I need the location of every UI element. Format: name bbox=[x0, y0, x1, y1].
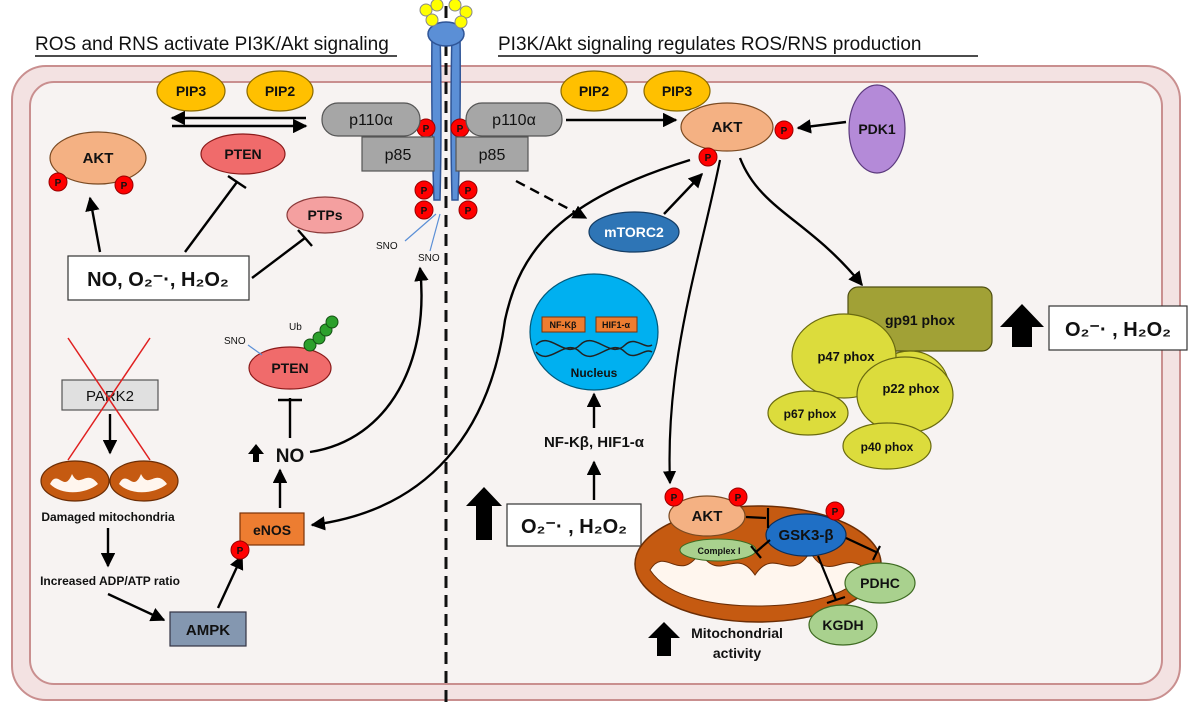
svg-text:p85: p85 bbox=[479, 147, 506, 164]
kgdh: KGDH bbox=[808, 604, 878, 646]
ampk: AMPK bbox=[169, 611, 247, 647]
adp-atp-label: Increased ADP/ATP ratio bbox=[40, 574, 180, 588]
svg-text:P: P bbox=[423, 124, 430, 135]
svg-text:NO, O₂⁻·, H₂O₂: NO, O₂⁻·, H₂O₂ bbox=[87, 269, 229, 291]
gsk3b: GSK3-β P bbox=[765, 501, 847, 557]
nadph-oxidase: gp91 phox p47 phox p67 phox p22 phox p40… bbox=[767, 286, 993, 470]
akt-left: AKT P P bbox=[48, 131, 147, 195]
svg-text:P: P bbox=[421, 186, 428, 197]
ros-box-right: O₂⁻· , H₂O₂ bbox=[1000, 304, 1188, 351]
pdhc: PDHC bbox=[844, 562, 916, 604]
right-header: PI3K/Akt signaling regulates ROS/RNS pro… bbox=[498, 34, 978, 57]
svg-text:p22 phox: p22 phox bbox=[882, 381, 940, 396]
svg-text:NO: NO bbox=[276, 446, 305, 467]
svg-text:p110α: p110α bbox=[492, 112, 536, 129]
svg-text:GSK3-β: GSK3-β bbox=[779, 527, 834, 544]
ptps: PTPs bbox=[286, 196, 364, 234]
svg-text:P: P bbox=[781, 126, 788, 137]
ros-box-left: NO, O₂⁻·, H₂O₂ bbox=[67, 255, 250, 301]
akt-mito: AKT P P bbox=[664, 487, 748, 537]
svg-text:KGDH: KGDH bbox=[822, 617, 863, 633]
svg-text:P: P bbox=[465, 186, 472, 197]
svg-text:eNOS: eNOS bbox=[253, 522, 291, 538]
svg-text:gp91 phox: gp91 phox bbox=[885, 312, 955, 328]
nucleus: NF-Kβ HIF1-α Nucleus bbox=[529, 273, 659, 391]
svg-text:O₂⁻· , H₂O₂: O₂⁻· , H₂O₂ bbox=[1065, 319, 1171, 341]
enos: eNOS P bbox=[230, 512, 305, 560]
svg-text:AKT: AKT bbox=[83, 150, 114, 167]
svg-text:Complex I: Complex I bbox=[697, 546, 740, 556]
svg-text:Damaged mitochondria: Damaged mitochondria bbox=[41, 510, 175, 524]
svg-text:PTEN: PTEN bbox=[271, 360, 308, 376]
svg-text:p47 phox: p47 phox bbox=[817, 349, 875, 364]
svg-text:P: P bbox=[705, 153, 712, 164]
svg-text:SNO: SNO bbox=[376, 241, 398, 252]
svg-text:p40 phox: p40 phox bbox=[861, 440, 914, 454]
svg-text:PIP2: PIP2 bbox=[265, 83, 296, 99]
pdk1: PDK1 bbox=[848, 84, 906, 174]
pten-top: PTEN bbox=[200, 133, 286, 175]
ros-box-center: O₂⁻· , H₂O₂ bbox=[466, 487, 642, 547]
svg-text:PIP2: PIP2 bbox=[579, 83, 610, 99]
left-pip3: PIP3 bbox=[156, 70, 226, 112]
svg-text:P: P bbox=[55, 178, 62, 189]
svg-text:SNO: SNO bbox=[224, 336, 246, 347]
svg-text:PDHC: PDHC bbox=[860, 575, 900, 591]
right-pip2: PIP2 bbox=[560, 70, 628, 112]
svg-text:PIP3: PIP3 bbox=[176, 83, 207, 99]
left-header: ROS and RNS activate PI3K/Akt signaling bbox=[35, 34, 397, 57]
pten-sno-ub: PTEN SNO Ub bbox=[224, 315, 339, 390]
mtorc2: mTORC2 bbox=[588, 211, 680, 253]
svg-text:P: P bbox=[237, 546, 244, 557]
svg-text:PIP3: PIP3 bbox=[662, 83, 693, 99]
svg-text:P: P bbox=[735, 493, 742, 504]
svg-text:Ub: Ub bbox=[289, 322, 302, 333]
svg-text:P: P bbox=[121, 181, 128, 192]
right-pi3k-complex: p85 p110α bbox=[455, 102, 563, 172]
damaged-mitochondria: Damaged mitochondria bbox=[40, 460, 179, 524]
svg-text:O₂⁻· , H₂O₂: O₂⁻· , H₂O₂ bbox=[521, 516, 627, 538]
svg-text:NF-Kβ: NF-Kβ bbox=[550, 320, 577, 330]
svg-text:Mitochondrial: Mitochondrial bbox=[691, 625, 783, 641]
up-arrow-icon bbox=[1000, 304, 1044, 347]
mito-activity: Mitochondrial activity bbox=[648, 622, 783, 661]
up-arrow-icon bbox=[648, 622, 680, 656]
svg-text:AKT: AKT bbox=[692, 508, 723, 525]
svg-text:ROS and RNS activate PI3K/Akt: ROS and RNS activate PI3K/Akt signaling bbox=[35, 34, 389, 55]
svg-text:mTORC2: mTORC2 bbox=[604, 224, 664, 240]
svg-text:PDK1: PDK1 bbox=[858, 121, 896, 137]
receptor-sno: SNO SNO bbox=[376, 213, 441, 264]
svg-text:activity: activity bbox=[713, 645, 761, 661]
svg-text:P: P bbox=[671, 493, 678, 504]
svg-text:Nucleus: Nucleus bbox=[571, 366, 618, 380]
svg-text:PTPs: PTPs bbox=[307, 207, 342, 223]
up-arrow-icon bbox=[248, 444, 264, 462]
no-node: NO bbox=[248, 444, 304, 467]
svg-text:p67 phox: p67 phox bbox=[784, 407, 837, 421]
svg-text:P: P bbox=[457, 124, 464, 135]
svg-text:P: P bbox=[832, 507, 839, 518]
svg-text:HIF1-α: HIF1-α bbox=[602, 320, 631, 330]
park2: PARK2 bbox=[61, 337, 159, 461]
svg-text:AMPK: AMPK bbox=[186, 622, 230, 639]
right-pip3: PIP3 bbox=[643, 70, 711, 112]
svg-text:P: P bbox=[465, 206, 472, 217]
svg-text:PTEN: PTEN bbox=[224, 146, 261, 162]
svg-text:p85: p85 bbox=[385, 147, 412, 164]
svg-text:SNO: SNO bbox=[418, 253, 440, 264]
svg-text:PI3K/Akt signaling regulates R: PI3K/Akt signaling regulates ROS/RNS pro… bbox=[498, 34, 922, 55]
nfkb-hif-label: NF-Kβ, HIF1-α bbox=[544, 434, 645, 451]
up-arrow-icon bbox=[466, 487, 502, 540]
receptor-phospho-sites: P P P P P P bbox=[414, 118, 478, 220]
left-pi3k-complex: p85 p110α bbox=[321, 102, 435, 172]
svg-text:AKT: AKT bbox=[712, 119, 743, 136]
svg-text:P: P bbox=[421, 206, 428, 217]
akt-right: AKT P P bbox=[680, 102, 794, 167]
svg-text:p110α: p110α bbox=[349, 112, 393, 129]
left-pip2: PIP2 bbox=[246, 70, 314, 112]
